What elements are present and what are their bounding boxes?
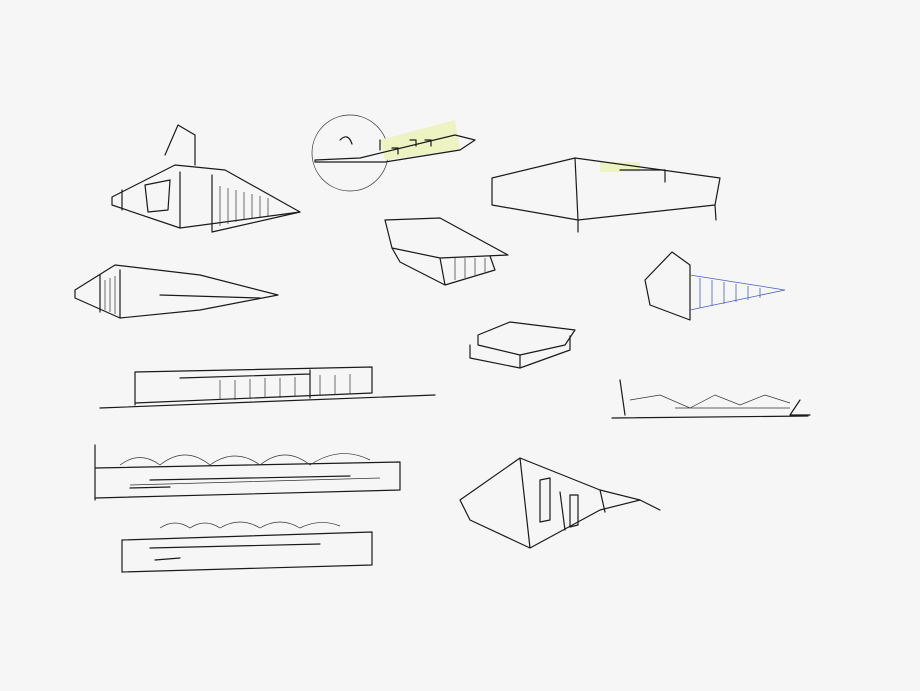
sketch-long-elevation: [99, 366, 436, 409]
sketch-sawtooth-plan: [94, 444, 401, 501]
sketch-circled-section: [311, 114, 476, 192]
sketch-blue-perspective: [644, 251, 786, 321]
sketch-small-house: [469, 321, 576, 369]
sketch-wedge: [74, 264, 279, 319]
sketch-long-box: [491, 157, 721, 233]
sketch-sawtooth-elevation: [611, 379, 811, 419]
sketch-plan-bottom: [121, 521, 373, 573]
sketch-tower-volume: [111, 124, 301, 233]
sketch-big-perspective: [459, 457, 661, 549]
sketch-roof-perspective: [384, 217, 509, 286]
